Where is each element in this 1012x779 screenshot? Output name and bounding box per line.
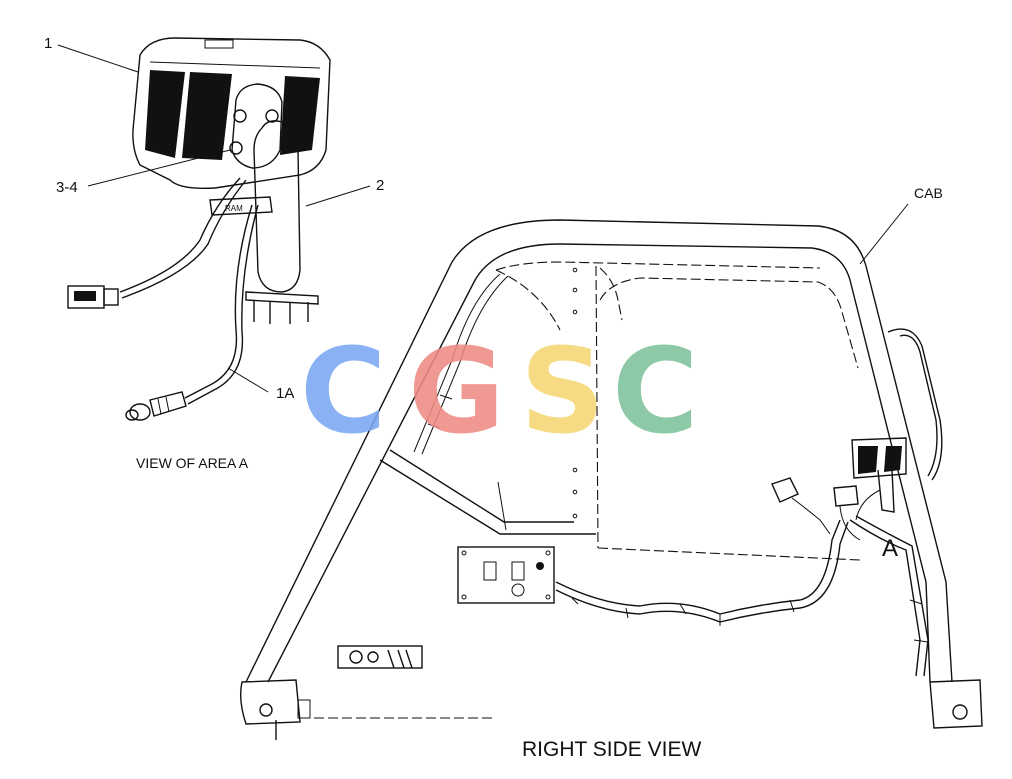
callout-cab: CAB — [914, 185, 943, 201]
callout-1a: 1A — [276, 385, 294, 402]
display-unit-detail: RAM — [57, 37, 371, 421]
wiring-harness — [555, 477, 929, 677]
lower-control-strip — [337, 645, 423, 669]
watermark-logo: C G S C — [300, 322, 699, 460]
callout-3-4: 3-4 — [56, 179, 78, 196]
callout-1: 1 — [44, 35, 52, 52]
watermark-letter-c1: C — [300, 322, 387, 460]
cab-frame — [239, 219, 983, 740]
mount-brand-label: RAM — [225, 204, 243, 213]
view-of-area-label: VIEW OF AREA A — [136, 455, 249, 471]
watermark-letter-g: G — [408, 322, 505, 460]
switch-panel — [457, 546, 555, 604]
callout-area-a: A — [882, 535, 898, 562]
callout-2: 2 — [376, 177, 384, 194]
right-side-view-label: RIGHT SIDE VIEW — [522, 738, 701, 761]
left-foot-mount — [239, 679, 492, 740]
rectangular-connector — [67, 285, 119, 309]
watermark-letter-c2: C — [612, 322, 699, 460]
watermark-letter-s: S — [520, 322, 605, 460]
right-foot-mount — [929, 679, 983, 729]
cab-display-unit — [851, 437, 907, 521]
round-connector — [125, 391, 187, 421]
